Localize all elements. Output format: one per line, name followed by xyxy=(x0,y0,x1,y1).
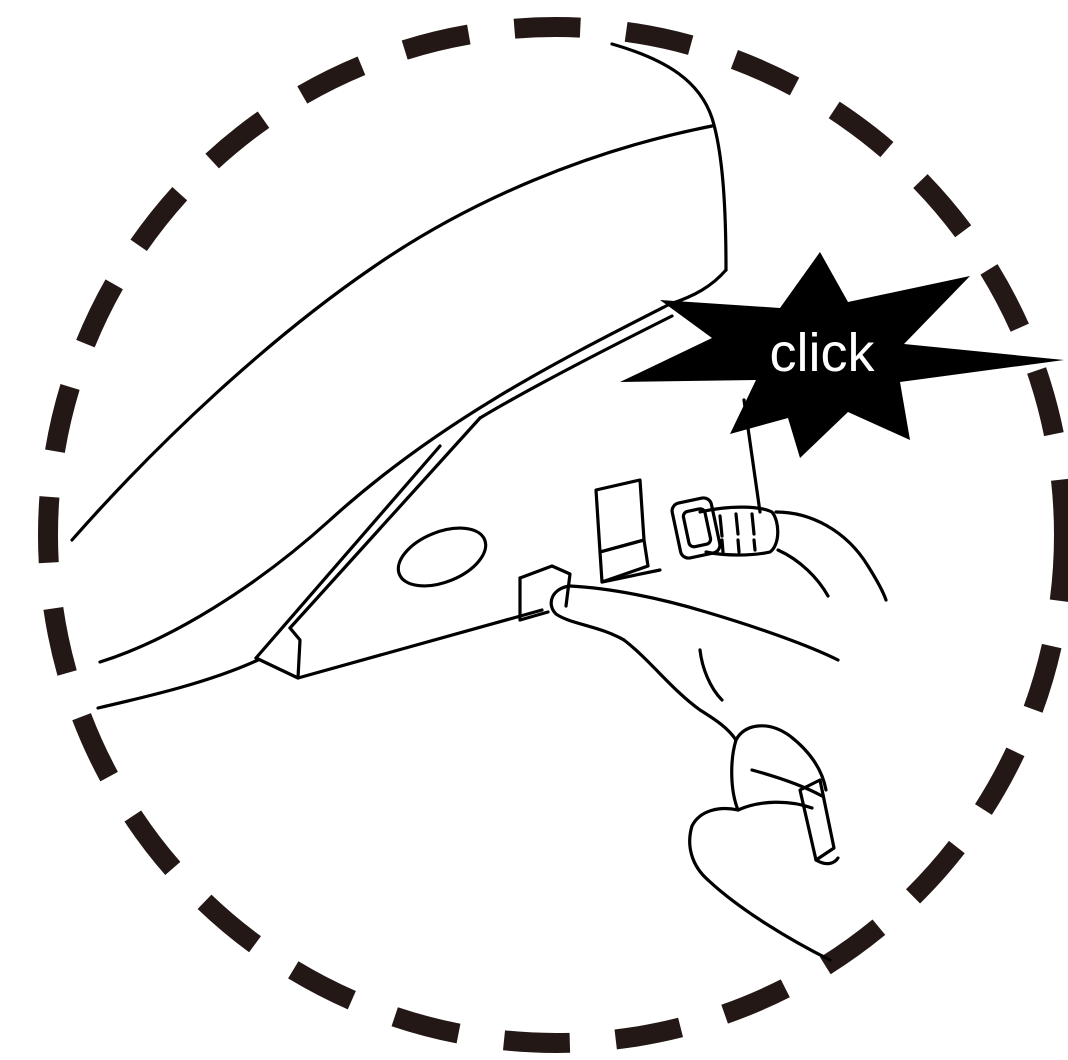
plug-connector-icon xyxy=(671,400,886,600)
release-tab xyxy=(520,566,570,620)
dashed-circle-icon xyxy=(48,27,1064,1043)
latch-switch xyxy=(596,480,660,582)
click-label: click xyxy=(770,323,876,383)
hand-illustration xyxy=(551,586,838,960)
device-housing xyxy=(72,44,726,708)
